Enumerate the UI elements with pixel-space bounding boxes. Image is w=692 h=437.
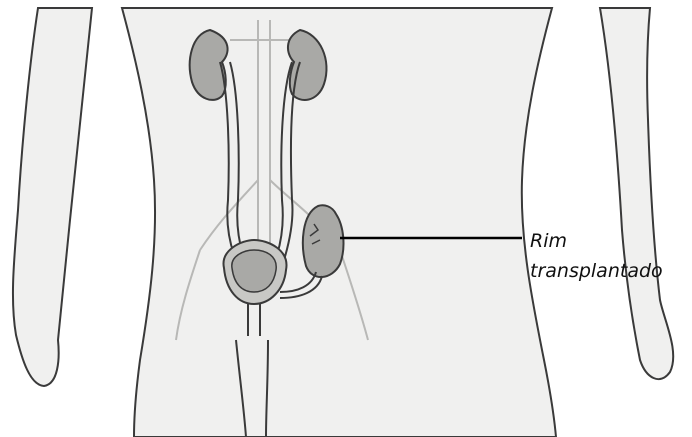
transplanted-kidney-label: Rim transplantado — [530, 226, 663, 286]
left-arm — [13, 8, 92, 386]
body-silhouette — [13, 8, 673, 437]
label-line-1: Rim — [530, 226, 663, 256]
label-line-2: transplantado — [530, 256, 663, 286]
left-kidney — [190, 30, 228, 100]
right-arm — [600, 8, 673, 379]
